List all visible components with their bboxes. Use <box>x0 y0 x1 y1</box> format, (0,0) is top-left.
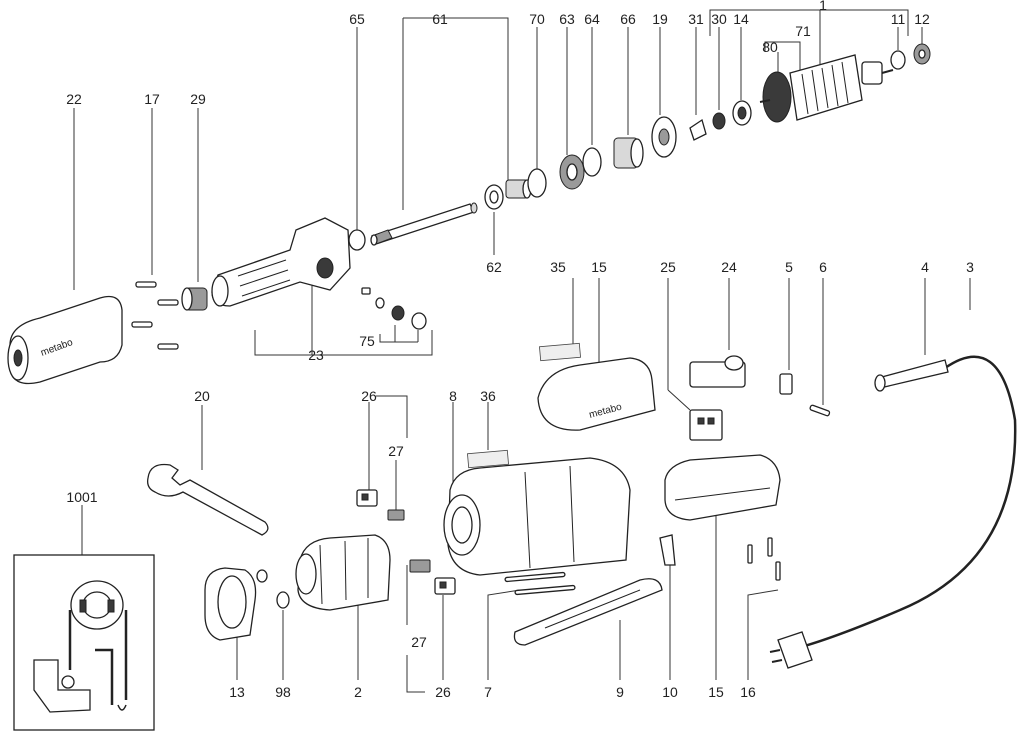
callout-22: 22 <box>66 91 82 107</box>
part-30 <box>712 112 726 130</box>
callout-20: 20 <box>194 388 210 404</box>
callout-63: 63 <box>559 11 575 27</box>
ring-part-65 <box>348 229 366 251</box>
callout-1001: 1001 <box>66 489 97 505</box>
callout-26-top: 26 <box>361 388 377 404</box>
leader-lines <box>73 9 971 693</box>
callout-labels: 65 61 70 63 64 66 19 31 30 14 1 71 80 11… <box>66 0 974 700</box>
bearing-part-63 <box>559 154 585 190</box>
callout-26-bottom: 26 <box>435 684 451 700</box>
callout-27-bottom: 27 <box>411 634 427 650</box>
gear-head-part-23 <box>211 217 351 307</box>
washer-part-62 <box>484 184 504 210</box>
callout-11: 11 <box>891 11 906 27</box>
plug-part <box>769 631 813 669</box>
wiring-diagram-1001 <box>13 554 155 731</box>
callout-15-top: 15 <box>591 259 607 275</box>
callout-66: 66 <box>620 11 636 27</box>
callout-4: 4 <box>921 259 929 275</box>
collet-part-29 <box>181 287 208 311</box>
screws-part-17 <box>131 281 179 350</box>
callout-98: 98 <box>275 684 291 700</box>
fan-guide-part-13 <box>204 567 257 641</box>
callout-24: 24 <box>721 259 737 275</box>
field-coil-part-2 <box>295 534 391 611</box>
nut-part-66 <box>613 137 644 169</box>
screws-part-16 <box>747 537 781 581</box>
callout-25: 25 <box>660 259 676 275</box>
callout-2: 2 <box>354 684 362 700</box>
callout-12: 12 <box>914 11 930 27</box>
carbon-brush-part-27b <box>409 559 431 573</box>
rods-part-7 <box>504 571 576 596</box>
callout-62: 62 <box>486 259 502 275</box>
washer-part-11 <box>890 50 906 70</box>
callout-9: 9 <box>616 684 624 700</box>
circlip-part-64 <box>582 147 602 177</box>
callout-71: 71 <box>795 23 811 39</box>
ring-small <box>256 569 268 583</box>
callout-19: 19 <box>652 11 668 27</box>
motor-housing-part-8 <box>443 457 631 576</box>
callout-75: 75 <box>359 333 375 349</box>
armature-part-1 <box>759 54 894 123</box>
label-part-36 <box>467 449 509 469</box>
ring-part-70 <box>527 168 547 198</box>
housing-cover-part-15: metabo <box>537 357 656 431</box>
clip-part-10 <box>659 534 676 566</box>
bearing-plate-part-19 <box>651 116 677 158</box>
brush-holder-part-26 <box>356 489 378 507</box>
callout-35: 35 <box>550 259 566 275</box>
brush-holder-part-26b <box>434 577 456 595</box>
callout-30: 30 <box>711 11 727 27</box>
callout-64: 64 <box>584 11 600 27</box>
callout-31: 31 <box>688 11 704 27</box>
callout-10: 10 <box>662 684 678 700</box>
callout-14: 14 <box>733 11 749 27</box>
callout-3: 3 <box>966 259 974 275</box>
housing-lower-part-15 <box>664 454 781 521</box>
callout-65: 65 <box>349 11 365 27</box>
callout-70: 70 <box>529 11 545 27</box>
callout-7: 7 <box>484 684 492 700</box>
switch-part-25 <box>689 409 723 441</box>
callout-13: 13 <box>229 684 245 700</box>
callout-17: 17 <box>144 91 160 107</box>
callout-16: 16 <box>740 684 756 700</box>
carbon-brush-part-27 <box>387 509 405 521</box>
washer-part-98 <box>276 591 290 609</box>
sleeve-part <box>505 179 532 199</box>
label-part-35 <box>539 342 581 362</box>
callout-27-top: 27 <box>388 443 404 459</box>
electronics-part-24 <box>689 355 746 388</box>
bearing-part-14 <box>732 100 752 126</box>
small-parts-part-75 <box>361 287 427 330</box>
spindle-part-61 <box>370 202 478 246</box>
wrench-part-20 <box>147 463 269 536</box>
callout-6: 6 <box>819 259 827 275</box>
callout-23: 23 <box>308 347 324 363</box>
callout-61: 61 <box>432 11 448 27</box>
nut-part-12 <box>913 43 931 65</box>
callout-36: 36 <box>480 388 496 404</box>
callout-80: 80 <box>762 39 778 55</box>
fan-part-31 <box>689 118 707 141</box>
callout-29: 29 <box>190 91 206 107</box>
power-cable-part-3 <box>769 355 1017 669</box>
screw-part-6 <box>809 404 831 417</box>
switch-bar-part-9 <box>513 578 663 646</box>
callout-15-bottom: 15 <box>708 684 724 700</box>
callout-1: 1 <box>819 0 827 13</box>
nose-cap-part-22: metabo <box>7 295 123 385</box>
callout-5: 5 <box>785 259 793 275</box>
clip-part-5 <box>779 373 793 395</box>
callout-8: 8 <box>449 388 457 404</box>
